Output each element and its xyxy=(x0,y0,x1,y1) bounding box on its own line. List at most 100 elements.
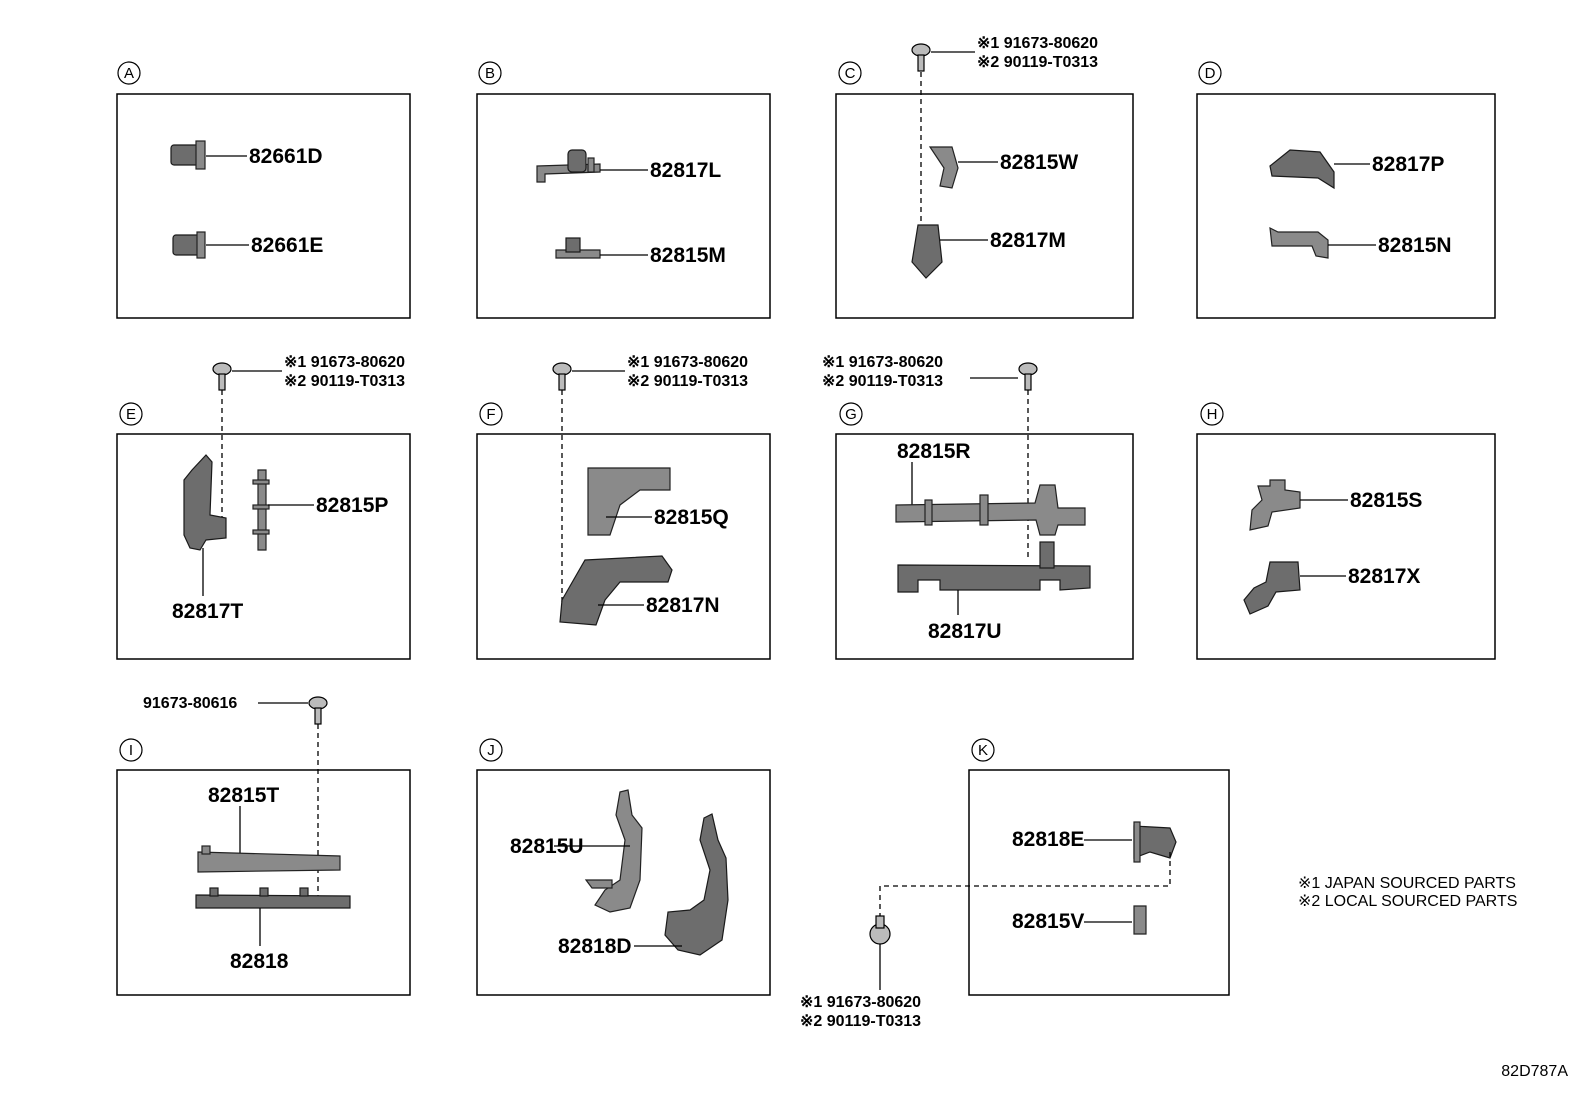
part-82818-drawing xyxy=(195,887,351,909)
fastener-label-1[interactable]: ※1 91673-80620 xyxy=(822,354,943,371)
part-82815t-drawing xyxy=(197,845,341,873)
section-frame-h xyxy=(1196,433,1496,660)
part-82815p-drawing xyxy=(252,469,270,551)
part-label[interactable]: 82817U xyxy=(928,620,1002,643)
part-label[interactable]: 82817M xyxy=(990,229,1066,252)
note-local-sourced: ※2 LOCAL SOURCED PARTS xyxy=(1298,893,1517,910)
fastener-label-1[interactable]: ※1 91673-80620 xyxy=(800,994,921,1011)
part-label[interactable]: 82818 xyxy=(230,950,289,973)
fastener-label-2[interactable]: ※2 90119-T0313 xyxy=(284,373,405,390)
part-82661d-drawing xyxy=(170,140,206,170)
section-frame-i xyxy=(116,769,411,996)
part-label[interactable]: 82661D xyxy=(249,145,323,168)
section-letter-c: C xyxy=(845,65,856,82)
part-label[interactable]: 82815W xyxy=(1000,151,1078,174)
section-frame-k xyxy=(968,769,1230,996)
section-frame-g xyxy=(835,433,1134,660)
part-82815w-drawing xyxy=(928,146,959,189)
part-label[interactable]: 82818D xyxy=(558,935,632,958)
diagram-code: 82D787A xyxy=(1501,1063,1568,1080)
section-i: 91673-80616 I 82815T 82818 xyxy=(116,695,411,996)
part-82818d-drawing xyxy=(664,813,729,956)
part-label[interactable]: 82815M xyxy=(650,244,726,267)
part-label[interactable]: 82815U xyxy=(510,835,584,858)
fastener-label-1[interactable]: ※1 91673-80620 xyxy=(627,354,748,371)
section-d: D 82817P 82815N xyxy=(1196,61,1496,319)
bolt-icon xyxy=(911,43,931,72)
part-label[interactable]: 82815P xyxy=(316,494,388,517)
section-marker-a xyxy=(117,61,141,85)
part-82815q-drawing xyxy=(587,467,671,536)
part-82815s-drawing xyxy=(1249,479,1301,531)
part-label[interactable]: 82817P xyxy=(1372,153,1444,176)
bolt-icon xyxy=(869,915,891,945)
bolt-icon xyxy=(308,696,328,725)
section-frame-f xyxy=(476,433,771,660)
part-label[interactable]: 82817L xyxy=(650,159,721,182)
section-marker-c xyxy=(838,61,862,85)
part-82817l-drawing xyxy=(536,149,601,183)
section-letter-a: A xyxy=(124,65,134,82)
fastener-label-1[interactable]: ※1 91673-80620 xyxy=(977,35,1098,52)
section-frame-d xyxy=(1196,93,1496,319)
part-82815n-drawing xyxy=(1269,226,1329,259)
section-letter-b: B xyxy=(485,65,495,82)
part-82817m-drawing xyxy=(911,224,943,279)
fastener-label-1[interactable]: ※1 91673-80620 xyxy=(284,354,405,371)
section-a: A 82661D 82661E xyxy=(116,61,411,319)
dashed-guide-line xyxy=(879,852,1171,916)
part-label[interactable]: 82818E xyxy=(1012,828,1084,851)
section-letter-g: G xyxy=(845,406,857,423)
section-g: ※1 91673-80620 ※2 90119-T0313 G 82815R 8… xyxy=(822,354,1134,660)
fastener-label-2[interactable]: ※2 90119-T0313 xyxy=(800,1013,921,1030)
section-marker-e xyxy=(119,402,143,426)
section-letter-k: K xyxy=(978,742,988,759)
part-label[interactable]: 82661E xyxy=(251,234,323,257)
fastener-label-2[interactable]: ※2 90119-T0313 xyxy=(627,373,748,390)
section-j: J 82815U 82818D xyxy=(476,738,771,996)
part-82817p-drawing xyxy=(1269,149,1335,190)
part-label[interactable]: 82815S xyxy=(1350,489,1422,512)
part-82661e-drawing xyxy=(172,231,206,259)
part-82817n-drawing xyxy=(559,555,673,626)
part-label[interactable]: 82817N xyxy=(646,594,720,617)
section-letter-i: I xyxy=(129,742,133,759)
fastener-label-2[interactable]: ※2 90119-T0313 xyxy=(977,54,1098,71)
fastener-label-1[interactable]: 91673-80616 xyxy=(143,695,237,712)
section-marker-b xyxy=(478,61,502,85)
part-label[interactable]: 82815R xyxy=(897,440,971,463)
part-label[interactable]: 82815Q xyxy=(654,506,729,529)
section-marker-i xyxy=(119,738,143,762)
part-label[interactable]: 82815V xyxy=(1012,910,1084,933)
section-f: ※1 91673-80620 ※2 90119-T0313 F 82815Q 8… xyxy=(476,354,771,660)
part-label[interactable]: 82817T xyxy=(172,600,243,623)
bolt-icon xyxy=(1018,362,1038,391)
part-82817t-drawing xyxy=(183,454,227,551)
section-frame-e xyxy=(116,433,411,660)
section-frame-b xyxy=(476,93,771,319)
part-82815u-drawing xyxy=(584,789,643,913)
part-label[interactable]: 82817X xyxy=(1348,565,1420,588)
fastener-label-2[interactable]: ※2 90119-T0313 xyxy=(822,373,943,390)
part-82815v-drawing xyxy=(1133,905,1147,935)
section-marker-h xyxy=(1200,402,1224,426)
part-label[interactable]: 82815N xyxy=(1378,234,1452,257)
section-c: C ※1 91673-80620 ※2 90119-T0313 82815W 8… xyxy=(835,35,1134,319)
section-marker-g xyxy=(839,402,863,426)
section-letter-d: D xyxy=(1205,65,1216,82)
section-e: ※1 91673-80620 ※2 90119-T0313 E 82817T 8… xyxy=(116,354,411,660)
part-label[interactable]: 82815T xyxy=(208,784,279,807)
part-82815m-drawing xyxy=(555,237,601,259)
section-k: K 82818E 82815V ※1 91673-80620 ※2 90119-… xyxy=(800,738,1230,1030)
part-82818e-drawing xyxy=(1133,821,1177,863)
section-frame-j xyxy=(476,769,771,996)
part-82817x-drawing xyxy=(1243,561,1301,615)
section-letter-j: J xyxy=(487,742,495,759)
section-h: H 82815S 82817X xyxy=(1196,402,1496,660)
section-letter-e: E xyxy=(126,406,136,423)
section-frame-a xyxy=(116,93,411,319)
section-marker-f xyxy=(479,402,503,426)
section-letter-h: H xyxy=(1207,406,1218,423)
section-letter-f: F xyxy=(486,406,495,423)
